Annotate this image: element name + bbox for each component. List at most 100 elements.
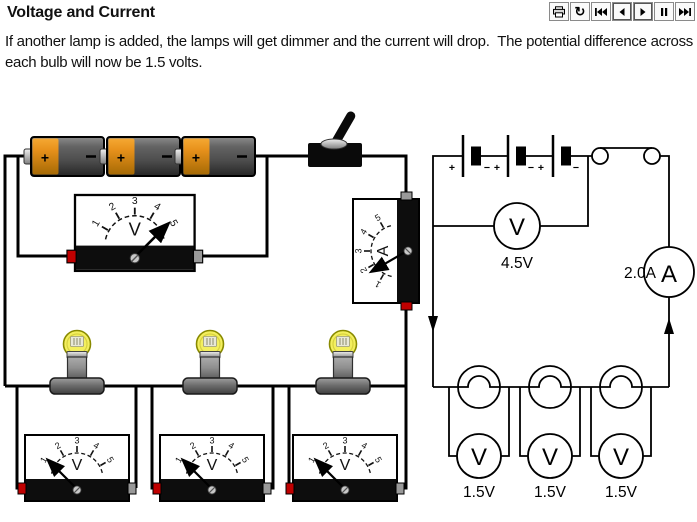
battery-2: + [99,136,181,177]
battery-plus-label: + [117,150,125,166]
skip-start-button[interactable] [591,2,611,21]
dial-number: 5 [240,455,251,464]
skip-end-button[interactable] [675,2,695,21]
terminal-red [400,301,413,311]
lamp-voltage-label: 1.5V [534,484,567,501]
current-label: 2.0A [624,265,657,282]
wire [203,156,269,258]
wire [360,154,408,193]
ammeter-symbol [643,246,695,298]
voltmeter-symbol [456,433,502,479]
voltmeter-lamp-2: 1 2 3 4 5 V [152,434,272,502]
voltmeter-lamp-1: 1 2 3 4 5 V [17,434,137,502]
dial-number: 1 [306,455,317,464]
switch-contact [591,147,609,165]
schematic-wire [432,155,462,387]
voltmeter-symbol [493,202,541,250]
schematic-wire [433,156,589,227]
cell-polarity-label: + [494,162,500,174]
schematic-switch [591,147,661,165]
schematic-wire [448,387,652,457]
refresh-icon: ↻ [574,4,586,19]
dial-number: 2 [188,440,197,451]
dial-number: 5 [373,212,382,223]
schematic-voltmeter-battery: V 4.5V [433,156,589,272]
schematic-voltmeter-lamp-1: V 1.5V [456,433,502,501]
schematic-lamp-3 [599,365,643,409]
next-button[interactable] [633,2,653,21]
current-arrow-up [664,318,674,334]
dial-number: 3 [209,436,214,446]
schematic-battery: + − + − + − [449,135,592,177]
meter-needle [313,457,346,490]
cell-short-plate [561,146,571,166]
dial-number: 3 [354,248,364,253]
dial-number: 1 [173,455,184,464]
voltmeter-symbol [527,433,573,479]
skip-end-icon [678,6,692,18]
battery-voltage-label: 4.5V [501,255,534,272]
lamp-base [49,377,105,395]
switch-contact [643,147,661,165]
battery-3: + [174,136,256,177]
dial-tick [194,450,200,456]
print-icon [552,5,566,18]
print-button[interactable] [549,2,569,21]
dial-tick [59,450,65,456]
cell-polarity-label: + [449,162,455,174]
pause-button[interactable] [654,2,674,21]
ammeter-letter: A [661,261,677,288]
dial-number: 2 [53,440,62,451]
lamp-voltage-label: 1.5V [463,484,496,501]
dial-tick [368,233,374,239]
intro-paragraph: If another lamp is added, the lamps will… [5,33,697,71]
terminal-red [152,482,162,495]
cell-polarity-label: + [538,162,544,174]
page-title: Voltage and Current [7,4,155,21]
dial-tick [224,450,230,456]
lamp-base [315,377,371,395]
dial-tick [89,450,95,456]
switch-collar [320,138,348,150]
dial-tick [379,222,385,228]
pause-icon [658,6,670,18]
meter-screw-slot [131,254,139,262]
schematic-wire [660,155,670,387]
refresh-button[interactable]: ↻ [570,2,590,21]
meter-letter: V [72,457,83,474]
voltmeter-letter: V [471,444,487,471]
meter-needle [133,220,171,258]
dial-tick [379,274,385,280]
wire [403,386,408,490]
cell-short-plate [516,146,526,166]
terminal-gray [262,482,272,495]
terminal-gray [395,482,405,495]
ammeter-physical: 1 2 3 4 5 A [352,191,420,311]
terminal-red [285,482,295,495]
switch-lever [330,111,356,148]
dial-number: 1 [38,455,49,464]
meter-screw-slot [73,486,81,494]
battery-1: + [23,136,105,177]
voltmeter-lamp-3: 1 2 3 4 5 V [285,434,405,502]
lamp-stem [199,356,221,380]
voltmeter-symbol [598,433,644,479]
schematic-lamp-1 [457,365,501,409]
meter-letter: V [129,218,142,239]
wire [3,154,24,386]
schematic-voltmeter-lamp-2: V 1.5V [527,433,573,501]
lamp-dome [529,375,571,388]
wire [16,156,67,258]
meter-needle [45,457,78,490]
media-toolbar: ↻ [549,2,695,21]
previous-button[interactable] [612,2,632,21]
dial-number: 5 [373,455,384,464]
switch-base [308,143,362,167]
dial-number: 2 [321,440,330,451]
dial-number: 1 [373,279,382,290]
lamp-dome [600,375,642,388]
dial-tick [235,461,241,467]
cell-polarity-label: − [484,162,490,174]
